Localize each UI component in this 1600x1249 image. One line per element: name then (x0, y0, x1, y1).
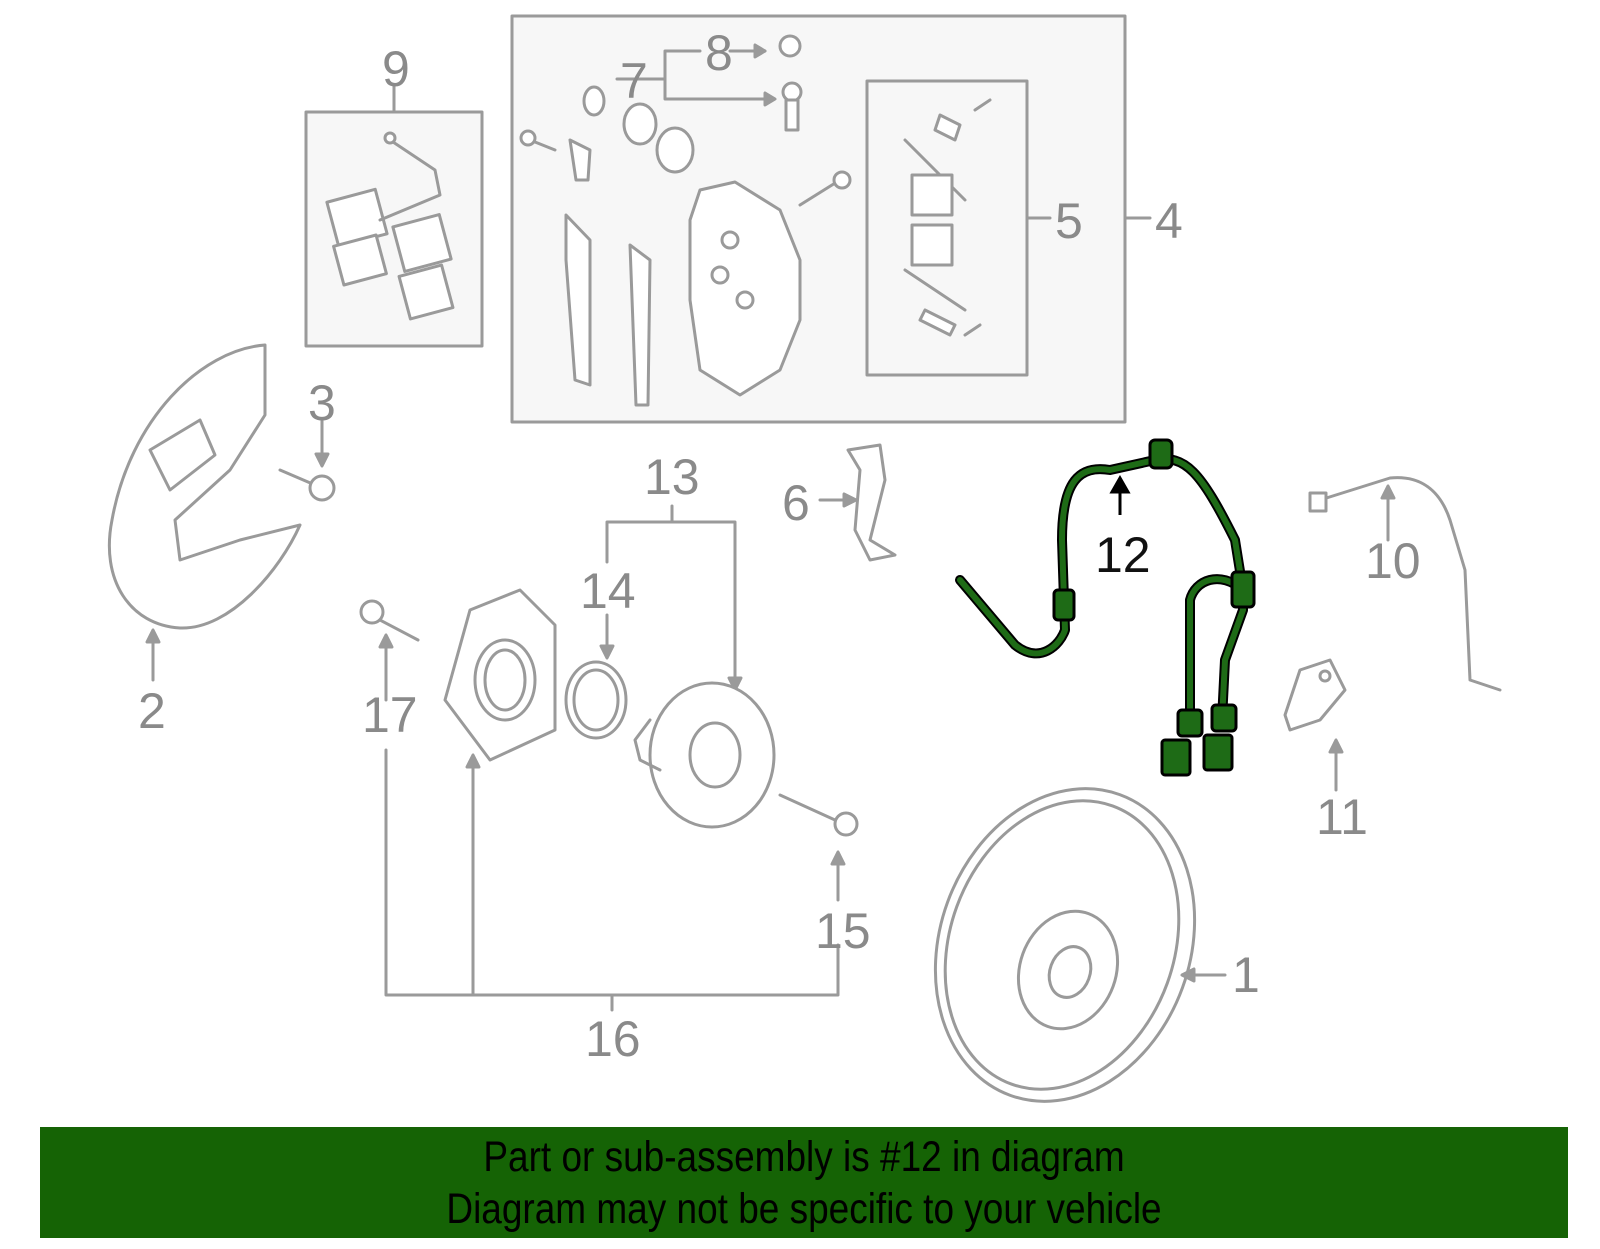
banner-line-part: Part or sub-assembly is #12 in diagram (483, 1133, 1125, 1181)
abs-sensor-icon (1283, 658, 1347, 732)
callout-4: 4 (1155, 193, 1183, 249)
callout-2: 2 (138, 683, 166, 739)
bleeder-valve-icon (778, 34, 803, 132)
callout-14: 14 (580, 563, 636, 619)
callout-1: 1 (1232, 947, 1260, 1003)
callout-16: 16 (585, 1011, 641, 1067)
caliper-icon (564, 170, 852, 407)
splash-shield-icon (107, 343, 302, 630)
callout-10: 10 (1365, 533, 1421, 589)
callout-12: 12 (1095, 527, 1151, 583)
callout-9: 9 (382, 41, 410, 97)
bearing-housing-icon (443, 588, 557, 762)
brake-rotor-icon (933, 787, 1197, 1103)
abs-wire-harness-icon (955, 454, 1248, 725)
bracket-icon (846, 443, 897, 562)
hub-bolt-icon (778, 793, 859, 837)
callout-17: 17 (362, 687, 418, 743)
abs-sensor-front-icon (1308, 476, 1502, 692)
callout-7: 7 (620, 53, 648, 109)
callout-6: 6 (782, 475, 810, 531)
bolt-icon (278, 468, 336, 502)
callout-13: 13 (644, 449, 700, 505)
callout-5: 5 (1055, 193, 1083, 249)
callout-15: 15 (815, 903, 871, 959)
callout-3: 3 (308, 375, 336, 431)
banner-line-disclaimer: Diagram may not be specific to your vehi… (446, 1185, 1162, 1233)
callout-11: 11 (1316, 789, 1368, 845)
stud-icon (359, 599, 420, 642)
hub-icon (633, 681, 776, 829)
callout-8: 8 (705, 25, 733, 81)
brake-pads-icon (325, 131, 455, 321)
info-banner: Part or sub-assembly is #12 in diagram D… (40, 1127, 1568, 1238)
o-ring-icon (564, 660, 628, 740)
piston-seals-icon (519, 85, 695, 182)
hardware-kit-icon (903, 98, 992, 337)
